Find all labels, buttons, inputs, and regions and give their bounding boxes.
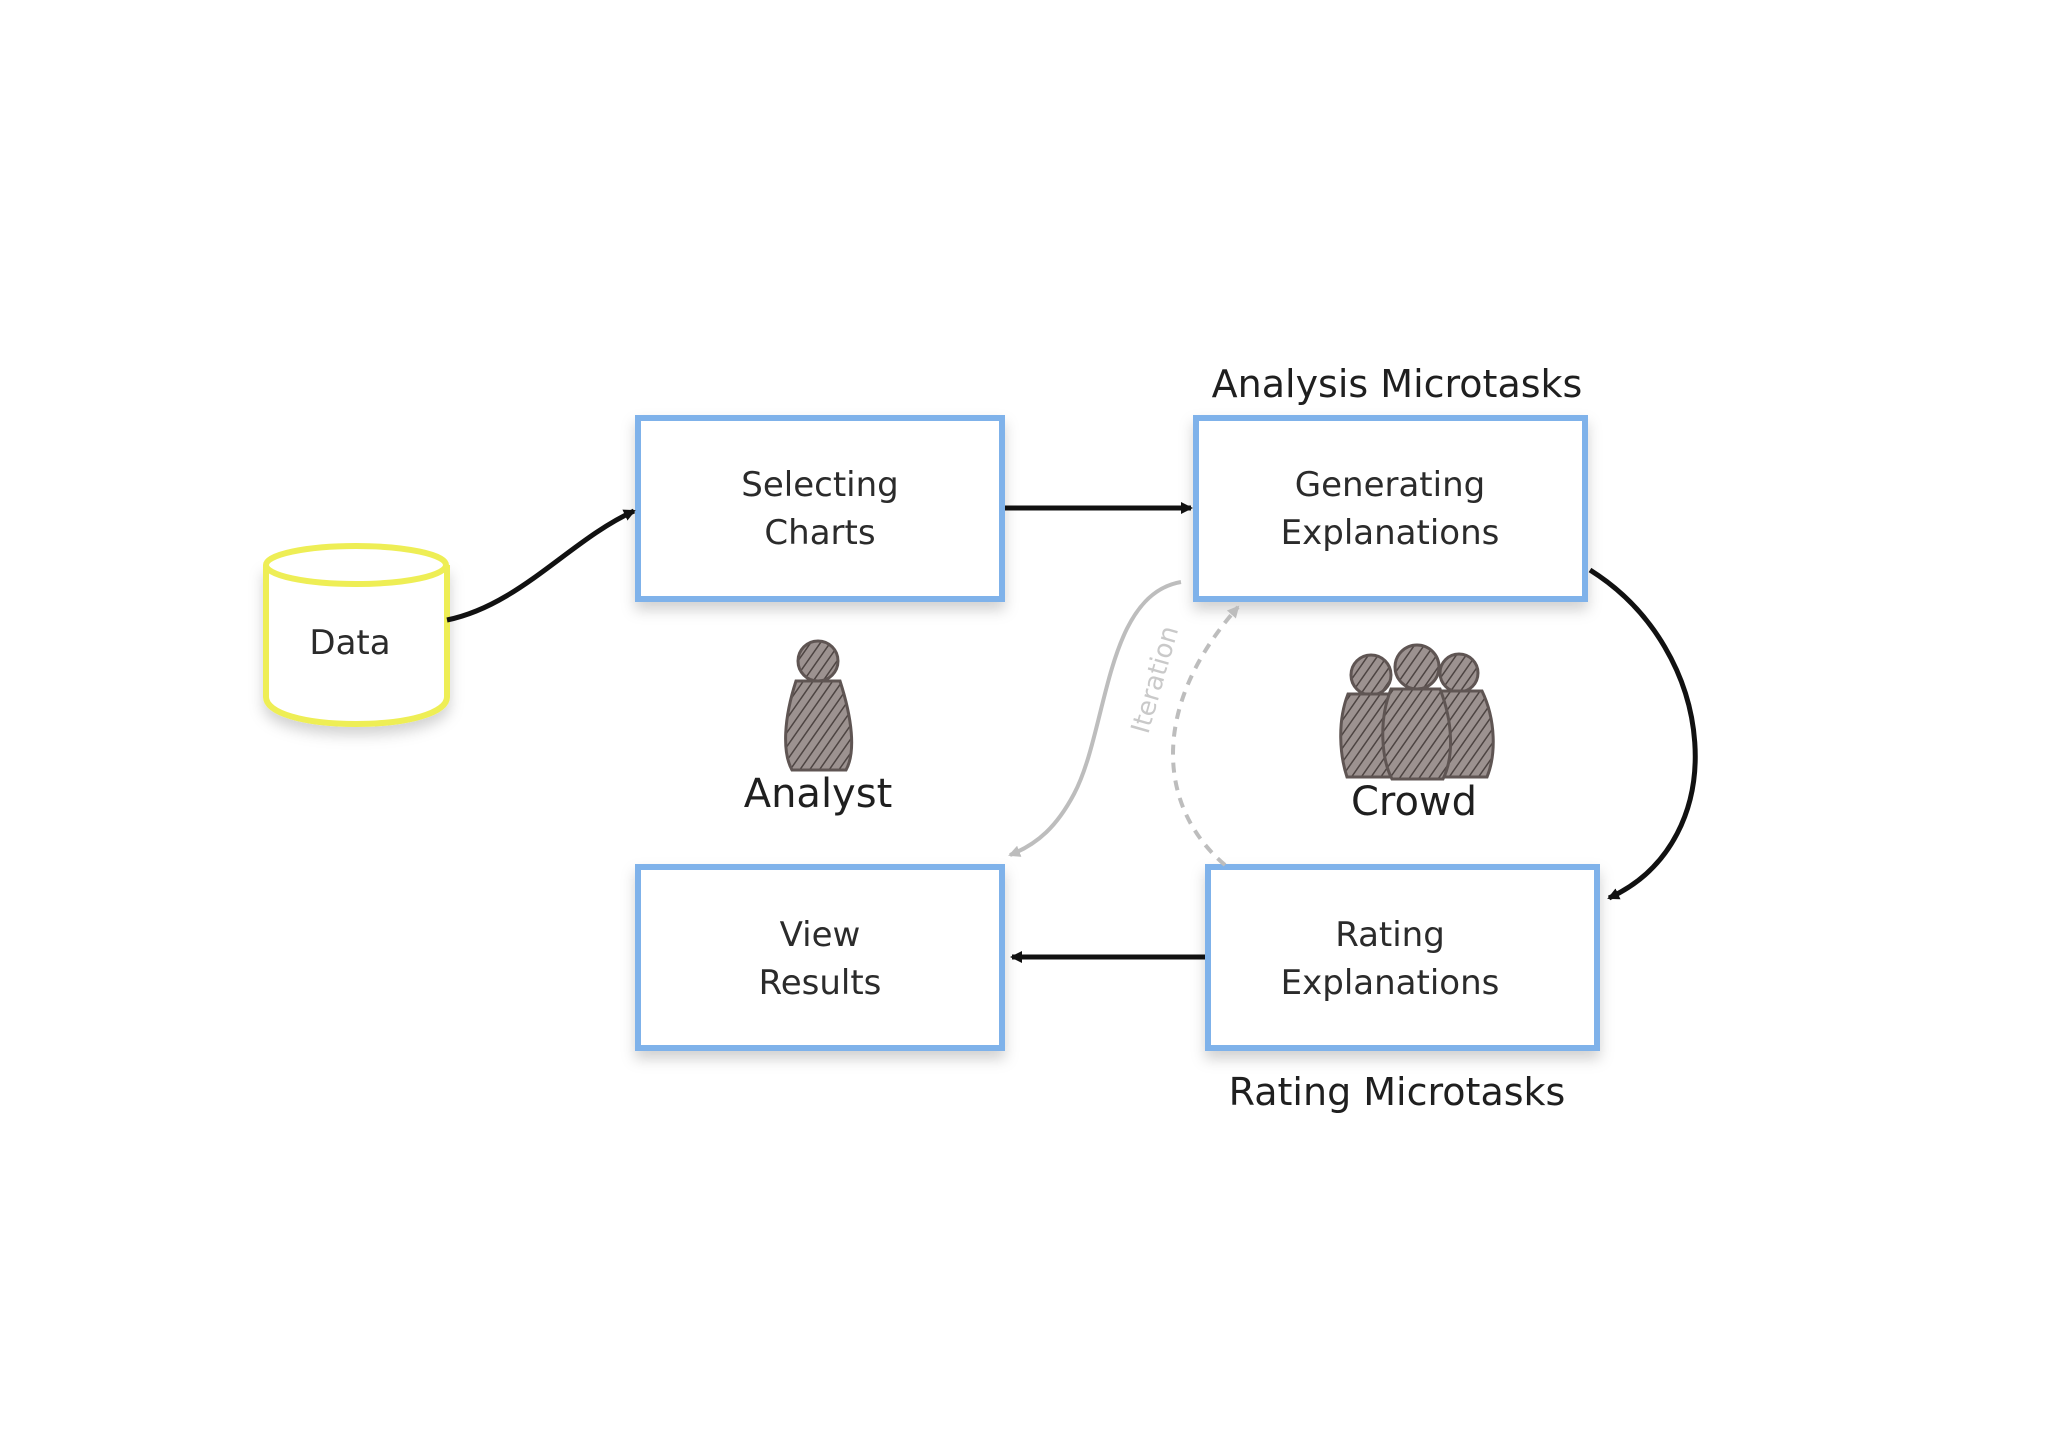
generating-to-view-results-gray-arrow [1008, 580, 1182, 857]
analysis-microtasks-label: Analysis Microtasks [1212, 362, 1583, 406]
generating-explanations-label-line-1: Generating [1295, 465, 1485, 505]
selecting-charts-box: Selecting Charts [635, 415, 1005, 602]
generating-to-rating-arrow [1588, 567, 1698, 901]
rating-explanations-box: Rating Explanations [1205, 864, 1600, 1051]
view-results-label-line-1: View [780, 915, 861, 955]
iteration-label: Iteration [1126, 623, 1185, 737]
view-results-box: View Results [635, 864, 1005, 1051]
crowd-person-middle [1381, 643, 1452, 781]
people-group-icon [1339, 643, 1495, 781]
view-results-label-line-2: Results [759, 963, 882, 1003]
analyst-label: Analyst [744, 771, 893, 817]
analyst-actor: Analyst [744, 639, 893, 817]
data-label: Data [309, 623, 390, 663]
generating-explanations-label-line-2: Explanations [1281, 513, 1500, 553]
rating-microtasks-label: Rating Microtasks [1229, 1070, 1566, 1114]
rating-explanations-label-line-2: Explanations [1281, 963, 1500, 1003]
selecting-charts-label-line-2: Charts [764, 513, 875, 553]
crowd-actor: Crowd [1339, 643, 1495, 825]
person-icon [784, 639, 854, 772]
generating-explanations-box: Generating Explanations [1193, 415, 1588, 602]
iteration-dashed-arrow [1171, 605, 1240, 867]
selecting-charts-label-line-1: Selecting [741, 465, 898, 505]
data-cylinder: Data [263, 543, 450, 728]
crowd-label: Crowd [1351, 779, 1477, 825]
data-to-selecting-charts-arrow [446, 508, 636, 623]
rating-explanations-label-line-1: Rating [1335, 915, 1445, 955]
